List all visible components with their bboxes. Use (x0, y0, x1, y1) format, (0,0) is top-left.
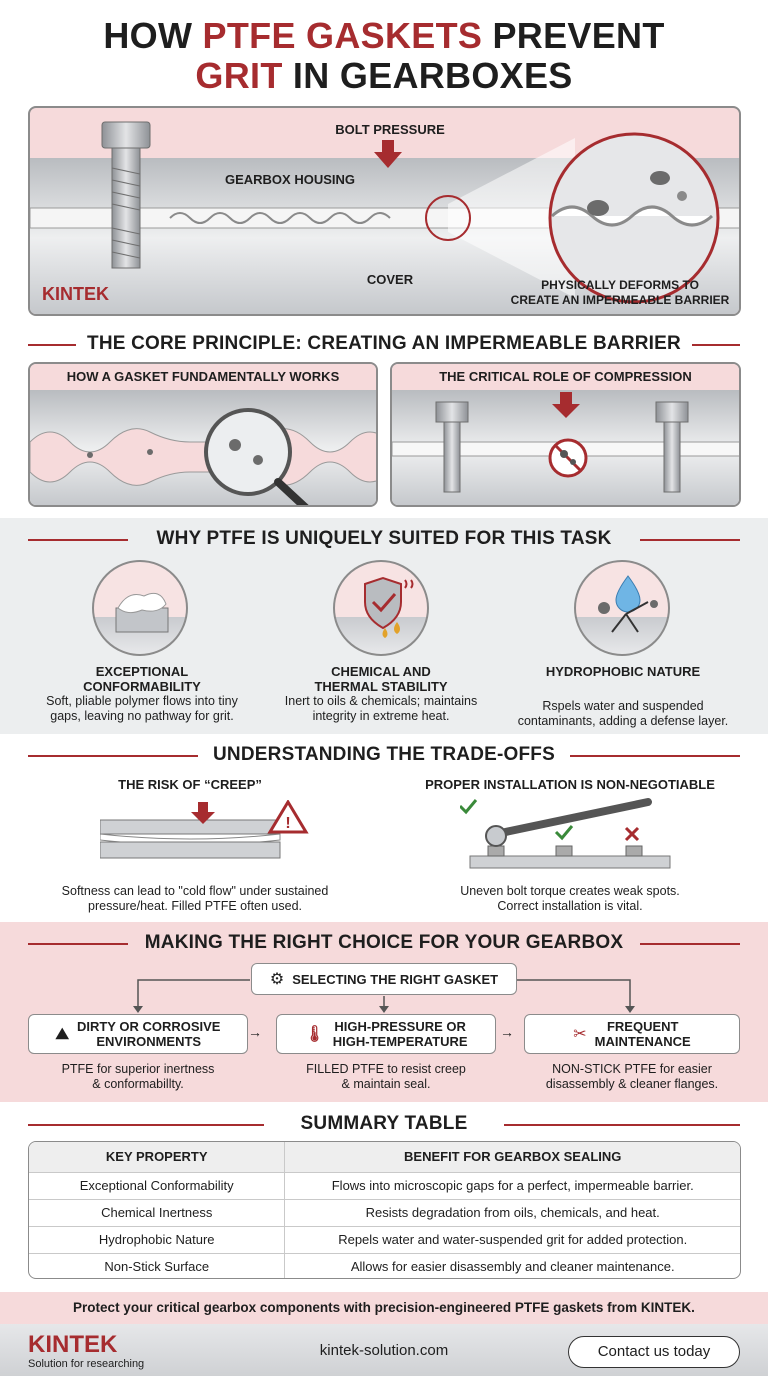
compression-illustration (392, 390, 739, 505)
summary-table: KEY PROPERTY BENEFIT FOR GEARBOX SEALING… (28, 1141, 741, 1279)
why-item-2-cap2: integrity in extreme heat. (312, 709, 450, 723)
creep-illustration: ! (100, 800, 309, 859)
footer-banner: Protect your critical gearbox components… (0, 1292, 768, 1324)
col-benefit: BENEFIT FOR GEARBOX SEALING (284, 1142, 740, 1173)
footer-tagline: Solution for researching (28, 1358, 145, 1370)
row-property: Hydrophobic Nature (29, 1226, 286, 1254)
installation-caption: Uneven bolt torque creates weak spots.Co… (460, 884, 680, 913)
why-item-2-cap1: Inert to oils & chemicals; maintains (284, 694, 478, 708)
choice-connectors (133, 979, 635, 1013)
why-item-2-title2: THERMAL STABILITY (314, 679, 448, 694)
why-item-2: CHEMICAL AND THERMAL STABILITY Inert to … (270, 664, 492, 724)
option-dirty-caption: PTFE for superior inertness& conformabil… (61, 1062, 215, 1091)
selector-box: ⚙ SELECTING THE RIGHT GASKET (251, 963, 517, 995)
housing-label: GEARBOX HOUSING (224, 172, 355, 187)
tools-icon: ✂ (573, 1025, 587, 1043)
creep-title: THE RISK OF “CREEP” (118, 777, 262, 792)
dirt-pile-icon: ⛰ (55, 1025, 69, 1043)
row-property: Exceptional Conformability (29, 1172, 286, 1200)
core-right-panel: THE CRITICAL ROLE OF COMPRESSION (390, 362, 741, 507)
tradeoffs-heading: UNDERSTANDING THE TRADE-OFFS (0, 744, 768, 766)
row-benefit: Flows into microscopic gaps for a perfec… (284, 1172, 740, 1200)
core-left-panel: HOW A GASKET FUNDAMENTALLY WORKS (28, 362, 378, 507)
col-key-property: KEY PROPERTY (29, 1142, 286, 1173)
option-arrow-1: → (248, 1024, 262, 1040)
why-item-3-cap2: contaminants, adding a defense layer. (517, 714, 729, 728)
row-property: Non-Stick Surface (29, 1253, 286, 1278)
page-title: HOW PTFE GASKETS PREVENT GRIT IN GEARBOX… (103, 15, 665, 96)
why-item-3-title1: HYDROPHOBIC NATURE (545, 664, 701, 679)
table-header-row: KEY PROPERTY BENEFIT FOR GEARBOX SEALING (29, 1142, 740, 1173)
choice-heading: MAKING THE RIGHT CHOICE FOR YOUR GEARBOX (0, 932, 768, 954)
why-item-3: HYDROPHOBIC NATURE Rspels water and susp… (498, 664, 748, 729)
conformability-icon (92, 560, 188, 656)
shield-chemical-icon (333, 560, 429, 656)
why-item-2-title1: CHEMICAL AND (331, 664, 431, 679)
torque-wrench-illustration (460, 798, 671, 869)
contact-button[interactable]: Contact us today (568, 1336, 740, 1368)
svg-text:!: ! (285, 815, 290, 832)
why-item-1-title1: EXCEPTIONAL (95, 664, 189, 679)
why-item-1-cap1: Soft, pliable polymer flows into tiny (46, 694, 238, 708)
why-item-1: EXCEPTIONAL CONFORMABILITY Soft, pliable… (0, 664, 284, 724)
why-item-1-cap2: gaps, leaving no pathway for grit. (50, 709, 234, 723)
hero-illustration (30, 121, 739, 314)
gear-icon: ⚙ (269, 970, 285, 988)
row-benefit: Resists degradation from oils, chemicals… (284, 1199, 740, 1227)
option-pressure-caption: FILLED PTFE to resist creep& maintain se… (306, 1062, 466, 1091)
selector-label: SELECTING THE RIGHT GASKET (292, 971, 499, 987)
table-row: Non-Stick Surface Allows for easier disas… (29, 1253, 740, 1278)
footer-brand: KINTEK (28, 1331, 118, 1358)
water-drop-icon (574, 560, 670, 656)
creep-caption: Softness can lead to "cold flow" under s… (61, 884, 329, 913)
website-link[interactable]: kintek-solution.com (319, 1342, 449, 1359)
installation-title: PROPER INSTALLATION IS NON-NEGOTIABLE (425, 777, 715, 792)
option-arrow-2: → (500, 1024, 514, 1040)
contact-button-label: Contact us today (597, 1343, 711, 1360)
core-right-title: THE CRITICAL ROLE OF COMPRESSION (392, 364, 739, 390)
summary-heading: SUMMARY TABLE (0, 1113, 768, 1135)
core-heading: THE CORE PRINCIPLE: CREATING AN IMPERMEA… (0, 333, 768, 355)
gasket-magnifier-illustration (30, 390, 376, 505)
row-benefit: Repels water and water-suspended grit fo… (284, 1226, 740, 1254)
hero-brand-logo: KINTEK (42, 284, 109, 304)
why-item-1-title2: CONFORMABILITY (83, 679, 201, 694)
cover-label: COVER (366, 272, 414, 287)
row-benefit: Allows for easier disassembly and cleane… (350, 1259, 675, 1275)
footer-brand-logo: KINTEK Solution for researching (28, 1331, 145, 1371)
bolt-pressure-label: BOLT PRESSURE (335, 122, 445, 137)
why-heading: WHY PTFE IS UNIQUELY SUITED FOR THIS TAS… (0, 528, 768, 550)
why-item-3-cap1: Rspels water and suspended (542, 699, 704, 713)
hero-diagram: BOLT PRESSURE GEARBOX HOUSING COVER PHYS… (28, 106, 741, 316)
thermometer-icon: 🌡 (304, 1025, 325, 1043)
row-property: Chemical Inertness (29, 1199, 286, 1227)
core-left-title: HOW A GASKET FUNDAMENTALLY WORKS (30, 364, 376, 390)
